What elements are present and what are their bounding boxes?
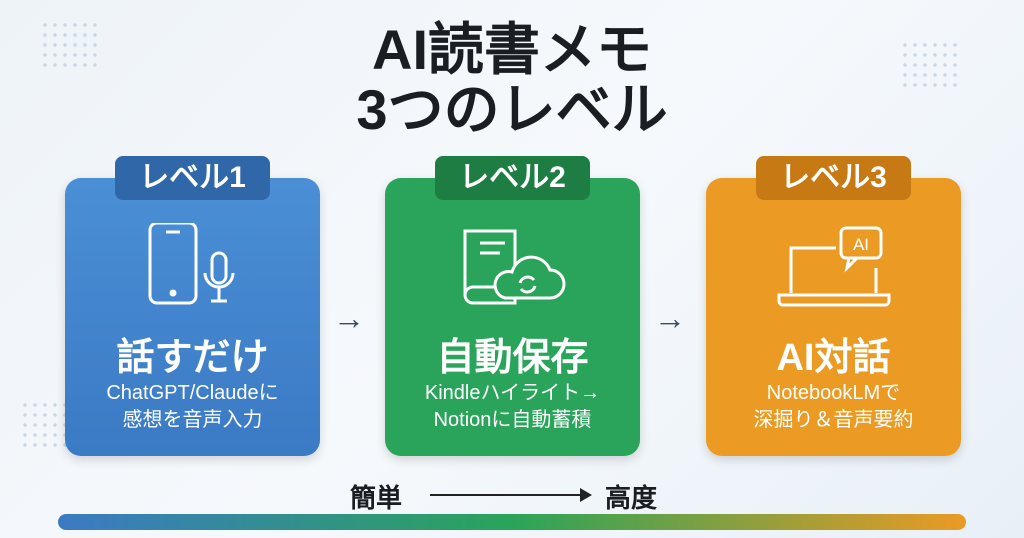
- desc-line: ChatGPT/Claudeに: [106, 382, 279, 404]
- desc-line: 深掘り＆音声要約: [753, 409, 914, 431]
- title-line1: AI読書メモ: [372, 18, 652, 81]
- phone-mic-icon: [148, 223, 235, 305]
- desc-line: Kindleハイライト→: [424, 382, 601, 404]
- title-line2: 3つのレベル: [356, 78, 668, 141]
- level2-description: Kindleハイライト→ Notionに自動蓄積: [385, 380, 640, 434]
- level3-description: NotebookLMで深掘り＆音声要約: [706, 380, 961, 434]
- level2-tab: レベル2: [435, 156, 590, 200]
- laptop-ai-chat-icon: AI: [777, 226, 891, 307]
- level1-card: レベル1 話すだけ ChatGPT/Claudeに感想を音声入力: [65, 156, 320, 456]
- scale-start-label: 簡単: [350, 483, 403, 513]
- scale-arrow: [430, 488, 592, 502]
- desc-line: Notionに自動蓄積: [433, 409, 592, 431]
- arrow-icon: →: [333, 300, 365, 336]
- level1-heading: 話すだけ: [116, 337, 269, 379]
- difficulty-gradient-bar: [58, 514, 966, 530]
- arrow-icon: →: [654, 300, 686, 336]
- level3-heading: AI対話: [776, 337, 891, 379]
- desc-line: 感想を音声入力: [122, 409, 263, 431]
- level1-tab: レベル1: [115, 156, 270, 200]
- scale-end-label: 高度: [605, 483, 658, 513]
- decor-dots: [900, 40, 960, 90]
- level1-description: ChatGPT/Claudeに感想を音声入力: [65, 380, 320, 434]
- level3-card: レベル3 AI AI対話 NotebookLMで深掘り＆音声要約: [706, 156, 961, 456]
- level3-tab: レベル3: [756, 156, 911, 200]
- ai-icon-text: AI: [853, 235, 869, 254]
- desc-line: NotebookLMで: [766, 382, 901, 404]
- level2-heading: 自動保存: [436, 337, 589, 379]
- level2-card: レベル2 自動保存 Kindleハイライト→ Notionに自動蓄積: [385, 156, 640, 456]
- decor-dots: [40, 20, 100, 70]
- book-cloud-sync-icon: [463, 229, 566, 305]
